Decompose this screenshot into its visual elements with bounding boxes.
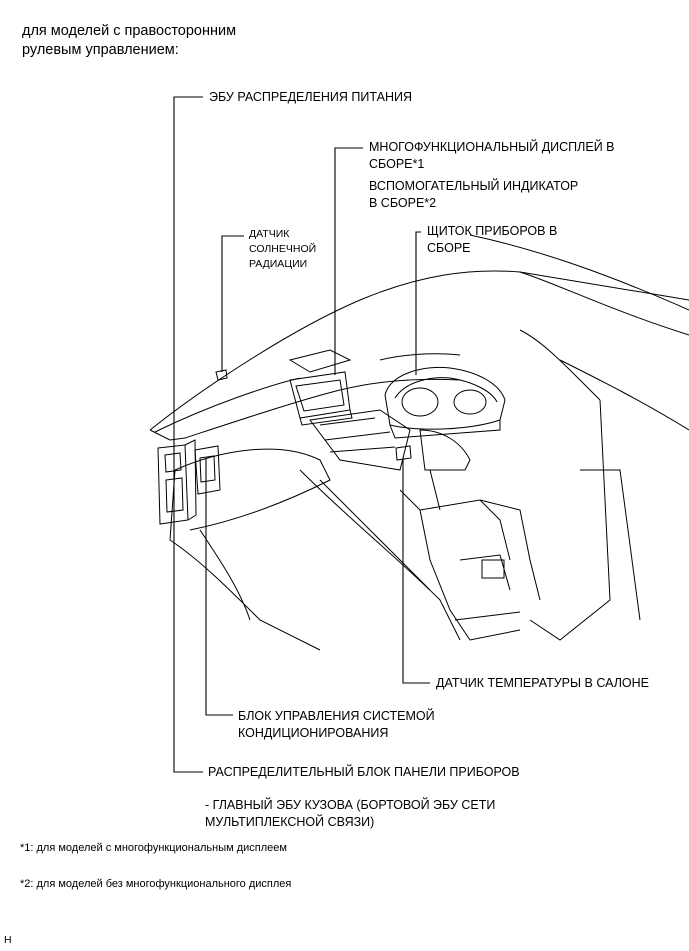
- label-aux-indicator-line-1: ВСПОМОГАТЕЛЬНЫЙ ИНДИКАТОР: [369, 179, 579, 193]
- solar-sensor-unit: [215, 369, 228, 381]
- leader-room-temp: [402, 458, 430, 684]
- room-temp-sensor-unit: [395, 445, 412, 461]
- heading-line-1: для моделей с правосторонним: [22, 23, 237, 39]
- label-ac-amplifier-line-1: БЛОК УПРАВЛЕНИЯ СИСТЕМОЙ: [238, 709, 435, 723]
- label-solar-sensor-line-3: РАДИАЦИИ: [249, 258, 308, 270]
- label-junction-block: РАСПРЕДЕЛИТЕЛЬНЫЙ БЛОК ПАНЕЛИ ПРИБОРОВ: [208, 765, 520, 779]
- label-solar-sensor-line-2: СОЛНЕЧНОЙ: [249, 243, 317, 255]
- label-solar-sensor-line-1: ДАТЧИК: [249, 228, 290, 240]
- leader-combination-meter: [415, 231, 421, 375]
- leader-ac-amplifier: [205, 458, 233, 716]
- junction-block-unit: [157, 439, 197, 525]
- leader-multi-display: [334, 147, 363, 375]
- combination-meter-unit: [384, 366, 506, 439]
- label-main-body-ecu-line-1: - ГЛАВНЫЙ ЭБУ КУЗОВА (БОРТОВОЙ ЭБУ СЕТИ: [205, 798, 496, 812]
- leader-power-ecu-junction: [173, 96, 203, 773]
- label-power-ecu: ЭБУ РАСПРЕДЕЛЕНИЯ ПИТАНИЯ: [209, 90, 412, 104]
- footnote-1: *1: для моделей с многофункциональным ди…: [20, 842, 287, 854]
- footnote-2: *2: для моделей без многофункционального…: [20, 878, 292, 890]
- label-multi-display-line-1: МНОГОФУНКЦИОНАЛЬНЫЙ ДИСПЛЕЙ В: [369, 140, 615, 154]
- leader-solar-sensor: [221, 235, 244, 372]
- dashboard-outline: [149, 234, 689, 651]
- label-combination-meter-line-1: ЩИТОК ПРИБОРОВ В: [427, 224, 558, 238]
- label-multi-display-line-2: СБОРЕ*1: [369, 157, 425, 171]
- label-ac-amplifier-line-2: КОНДИЦИОНИРОВАНИЯ: [238, 726, 389, 740]
- multi-display-unit: [289, 371, 353, 426]
- heading-line-2: рулевым управлением:: [22, 42, 179, 58]
- label-combination-meter-line-2: СБОРЕ: [427, 241, 471, 255]
- label-aux-indicator-line-2: В СБОРЕ*2: [369, 196, 437, 210]
- corner-mark: H: [4, 934, 12, 946]
- leader-lines: [173, 96, 430, 773]
- ac-amplifier-unit: [194, 445, 221, 495]
- label-room-temp-sensor: ДАТЧИК ТЕМПЕРАТУРЫ В САЛОНЕ: [436, 676, 650, 690]
- label-main-body-ecu-line-2: МУЛЬТИПЛЕКСНОЙ СВЯЗИ): [205, 815, 375, 829]
